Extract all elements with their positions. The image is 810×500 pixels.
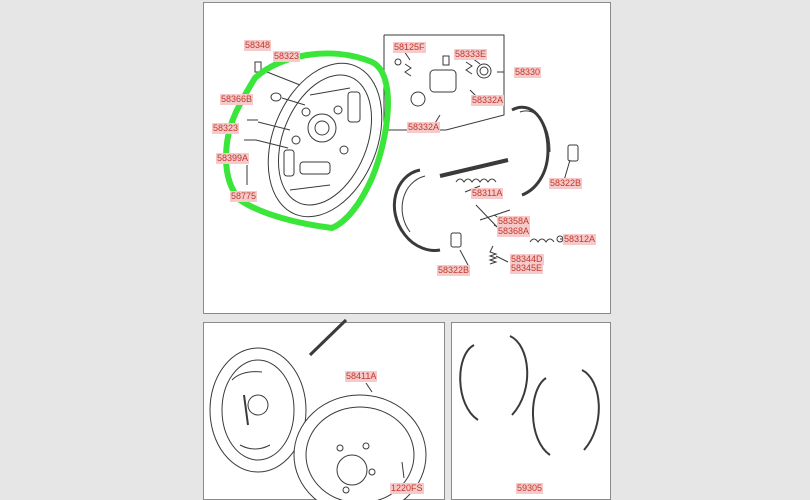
part-label: 58358A: [497, 216, 531, 227]
part-label: 58322B: [549, 178, 583, 189]
part-label: 58311A: [471, 188, 504, 199]
part-label: 58125F: [393, 42, 426, 53]
part-label: 58333E: [454, 49, 488, 60]
part-label: 58399A: [216, 153, 250, 164]
part-label: 58366B: [220, 94, 254, 105]
part-label: 58344D: [510, 254, 544, 265]
part-label: 58348: [244, 40, 272, 51]
back-plate: [267, 62, 383, 218]
part-label: 58332A: [407, 122, 441, 133]
part-label: 58322B: [437, 265, 471, 276]
assembled-brake: [209, 318, 348, 473]
part-label: 58330: [514, 67, 542, 78]
right-brake-shoe: [511, 105, 579, 197]
left-brake-shoe: [392, 168, 462, 252]
part-label: 58332A: [471, 95, 505, 106]
part-label: 59305: [516, 483, 544, 494]
adjuster-and-springs: [439, 158, 564, 265]
part-label: 1220FS: [390, 483, 424, 494]
brake-drum: [293, 382, 427, 500]
part-label: 58368A: [497, 226, 531, 237]
shoe-kit-drawing: [459, 335, 600, 456]
part-label: 58345E: [510, 263, 544, 274]
part-label: 58775: [230, 191, 258, 202]
wheel-cylinder-group: [383, 34, 505, 131]
part-label: 58312A: [563, 234, 597, 245]
part-label: 58323: [273, 51, 301, 62]
left-hardware: [244, 61, 306, 185]
highlight-stroke: [223, 50, 391, 231]
part-label: 58411A: [345, 371, 378, 382]
part-label: 58323: [212, 123, 240, 134]
